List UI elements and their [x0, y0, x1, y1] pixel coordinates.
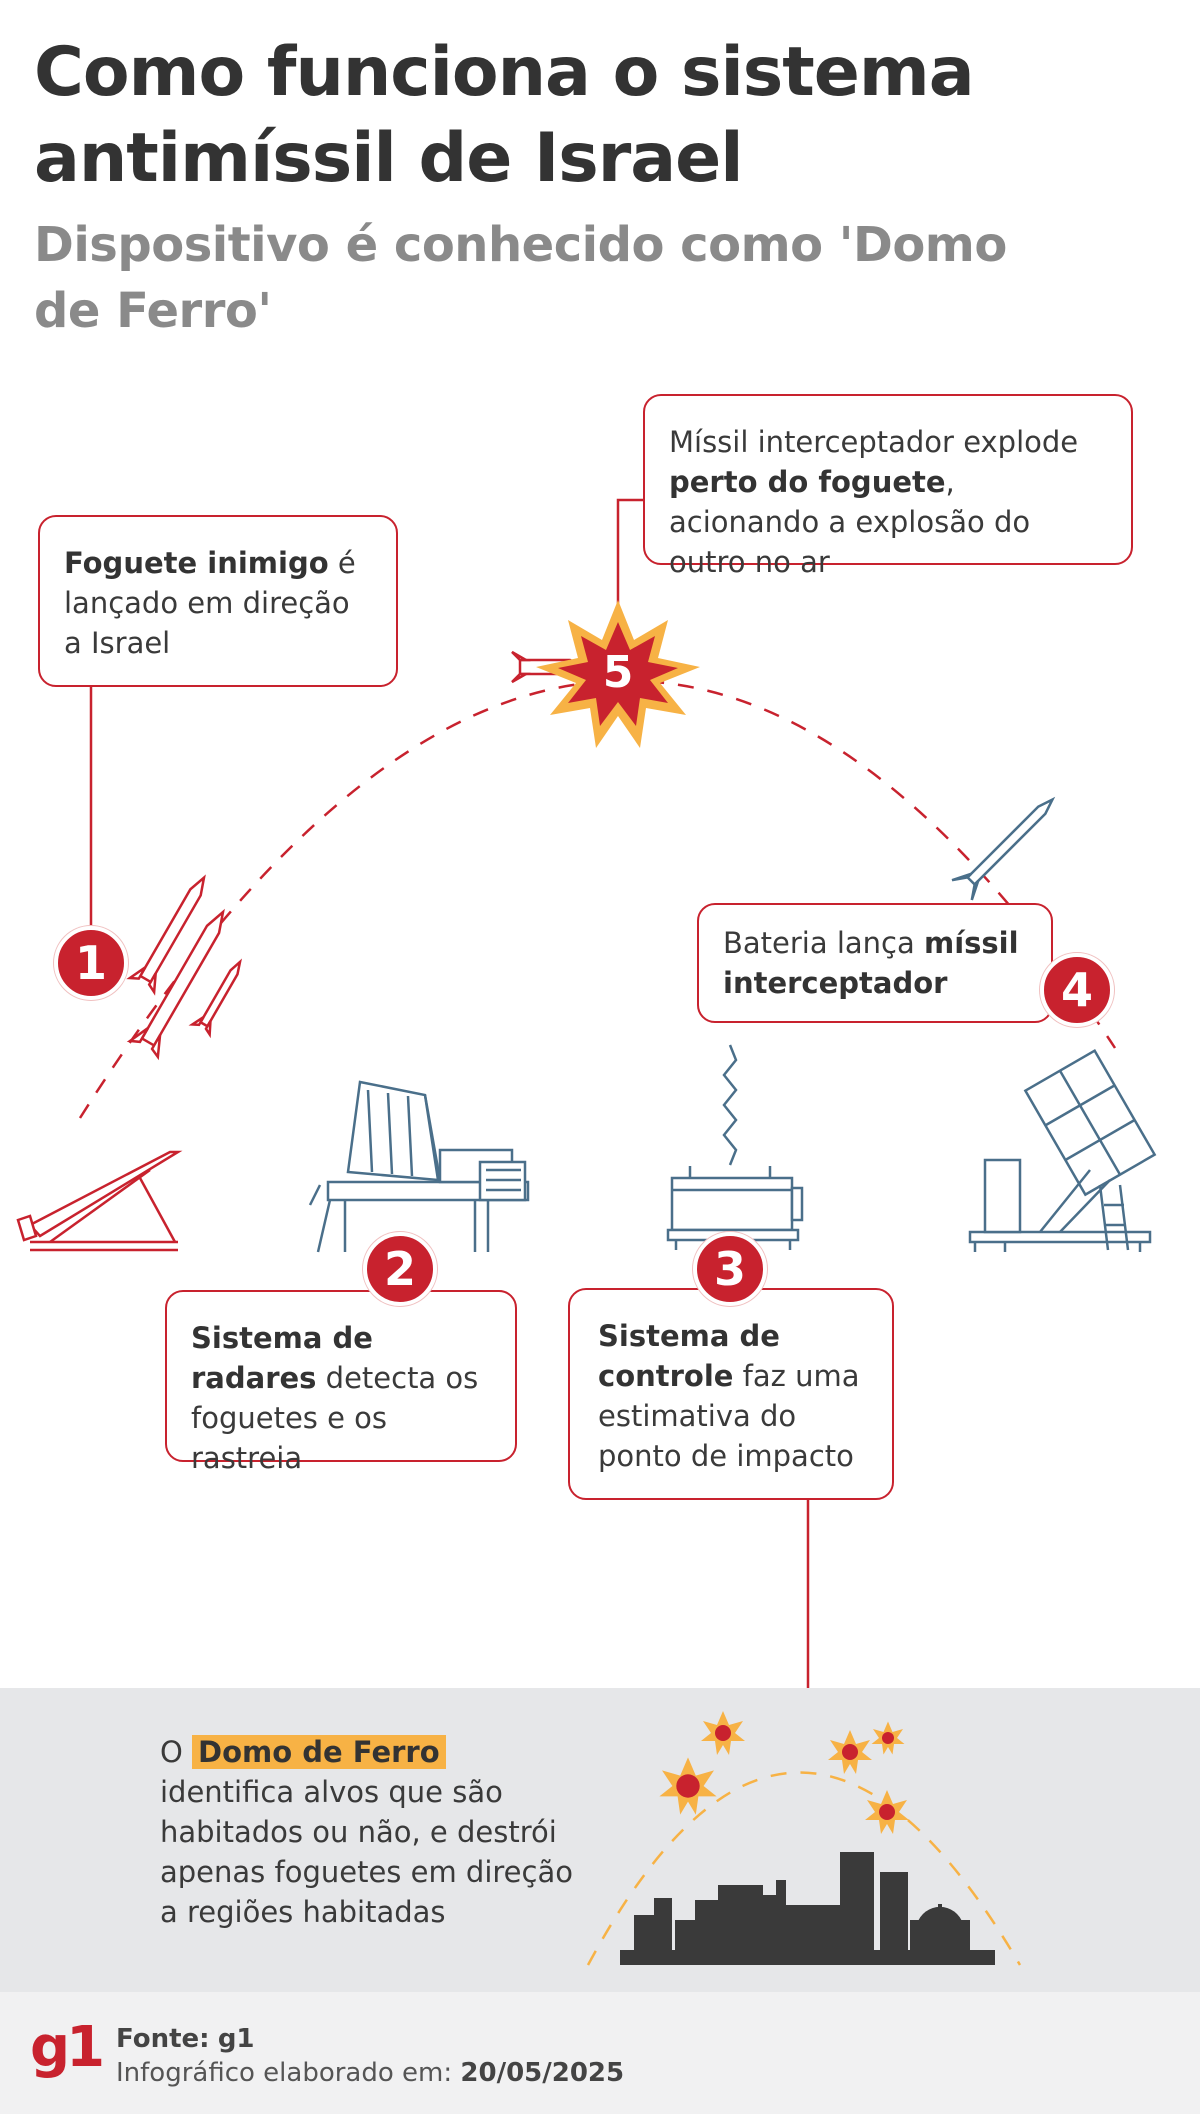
dome-text: identifica alvos que são habitados ou nã… — [160, 1775, 573, 1929]
dome-arc — [586, 1771, 1022, 1966]
city-skyline-icon — [620, 1852, 995, 1965]
step-4-text-before: Bateria lança — [723, 926, 924, 960]
step-5-box: Míssil interceptador explode perto do fo… — [643, 394, 1133, 579]
step-2-bold: Sistema de radares — [191, 1321, 373, 1395]
step-3-bold: Sistema de controle — [598, 1319, 780, 1393]
connector-5 — [616, 498, 643, 608]
explosion-icon — [536, 600, 700, 748]
step-5-number: 5 — [602, 647, 634, 698]
step-5-text-before: Míssil interceptador explode — [669, 425, 1079, 459]
step-4-bold: míssil interceptador — [723, 926, 1019, 1000]
control-system-icon — [666, 1044, 804, 1250]
step-1-number: 1 — [54, 926, 128, 1000]
footer — [0, 1992, 1200, 2114]
rocket-launcher-icon — [16, 1150, 183, 1252]
g1-logo: g1 — [30, 2015, 105, 2080]
step-1-text: é lançado em direção a Israel — [64, 546, 356, 660]
step-2-number: 2 — [363, 1232, 437, 1306]
dome-highlight: Domo de Ferro — [192, 1735, 446, 1769]
source-label: Fonte: — [116, 2024, 210, 2054]
dome-prefix: O — [160, 1735, 193, 1769]
dome-description: O Domo de Ferro identifica alvos que são… — [160, 1732, 580, 1932]
step-4-box: Bateria lança míssil interceptador — [697, 903, 1053, 1023]
trajectory-arc — [78, 679, 1117, 1119]
date-label: Infográfico elaborado em: — [116, 2058, 453, 2088]
step-5-bold: perto do foguete — [669, 465, 946, 499]
step-1-box: Foguete inimigo é lançado em direção a I… — [38, 515, 398, 687]
step-2-text: detecta os foguetes e os rastreia — [191, 1361, 479, 1475]
date-value: 20/05/2025 — [460, 2058, 625, 2088]
radar-system-icon — [308, 1080, 530, 1253]
step-2-box: Sistema de radares detecta os foguetes e… — [165, 1290, 517, 1475]
step-3-number: 3 — [693, 1232, 767, 1306]
step-3-box: Sistema de controle faz uma estimativa d… — [568, 1288, 894, 1500]
page-subtitle: Dispositivo é conhecido como 'Domo de Fe… — [34, 217, 1007, 339]
step-4-number: 4 — [1040, 953, 1114, 1027]
battery-launcher-icon — [968, 1049, 1157, 1252]
page-title: Como funciona o sistema antimíssil de Is… — [34, 33, 975, 198]
source-value: g1 — [217, 2024, 255, 2054]
step-5-text-after: , acionando a explosão do outro no ar — [669, 465, 1031, 579]
step-3-text: faz uma estimativa do ponto de impacto — [598, 1359, 860, 1473]
dome-explosions-icon — [659, 1711, 909, 1834]
step-1-bold: Foguete inimigo — [64, 546, 329, 580]
interceptor-missile-icon — [951, 796, 1056, 901]
enemy-rockets-icon — [126, 874, 242, 1061]
source-info: Fonte: g1 Infográfico elaborado em: 20/0… — [116, 2022, 624, 2090]
